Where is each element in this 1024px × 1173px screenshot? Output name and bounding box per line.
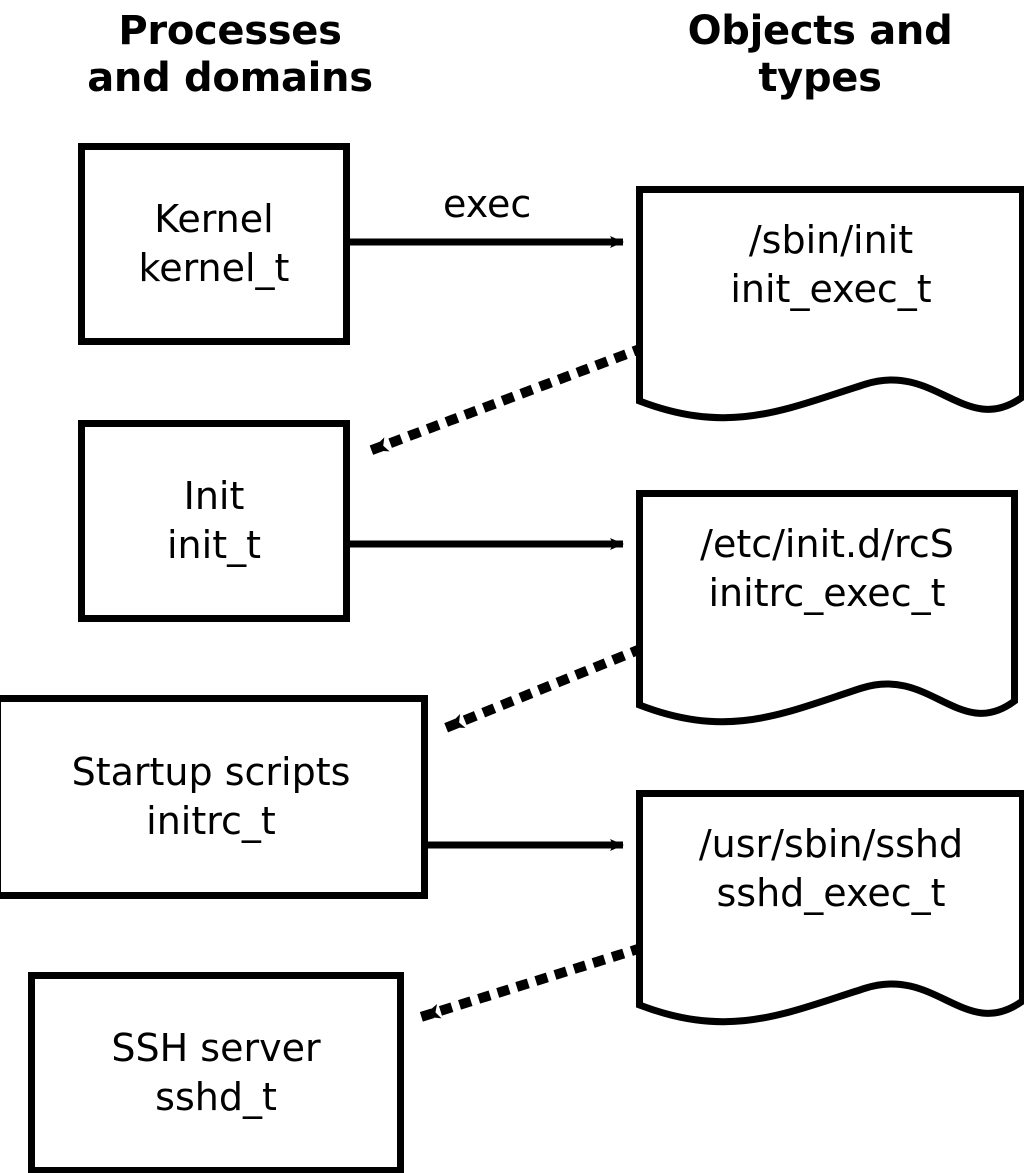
edge-label-exec: exec	[443, 182, 532, 226]
object-doc-sbin-init[interactable]: /sbin/init init_exec_t	[636, 186, 1024, 434]
process-box-kernel[interactable]: Kernel kernel_t	[78, 143, 350, 345]
object-doc-etc-initd-rcs-text: /etc/init.d/rcS initrc_exec_t	[642, 520, 1012, 617]
object-doc-etc-initd-rcs-type: initrc_exec_t	[708, 570, 946, 615]
edge-init-exec-transition-init	[365, 342, 647, 457]
edge-initrc-exec-transition-initrc	[441, 643, 645, 734]
process-box-kernel-type: kernel_t	[138, 246, 290, 290]
process-box-kernel-name: Kernel	[154, 197, 274, 242]
process-box-init-type: init_t	[167, 523, 261, 567]
column-header-processes-and-domains: Processes and domains	[87, 8, 373, 102]
process-box-init-name: Init	[183, 474, 245, 519]
object-doc-sbin-init-path: /sbin/init	[748, 218, 914, 262]
document-shape-icon	[636, 490, 1018, 726]
object-doc-etc-initd-rcs-path: /etc/init.d/rcS	[700, 522, 954, 566]
column-header-objects-and-types: Objects and types	[687, 8, 953, 102]
object-doc-sbin-init-type: init_exec_t	[730, 266, 932, 311]
object-doc-sbin-init-text: /sbin/init init_exec_t	[642, 216, 1020, 313]
process-box-ssh-server-name: SSH server	[111, 1026, 321, 1071]
document-shape-icon	[636, 186, 1024, 422]
object-doc-usr-sbin-sshd-path: /usr/sbin/sshd	[698, 822, 964, 866]
process-box-startup-scripts[interactable]: Startup scripts initrc_t	[0, 695, 428, 899]
object-doc-usr-sbin-sshd[interactable]: /usr/sbin/sshd sshd_exec_t	[636, 790, 1024, 1038]
document-shape-icon	[636, 790, 1024, 1026]
process-box-ssh-server[interactable]: SSH server sshd_t	[28, 972, 404, 1173]
edge-sshd-exec-transition-sshd	[417, 942, 645, 1023]
process-box-startup-scripts-name: Startup scripts	[71, 750, 351, 795]
object-doc-usr-sbin-sshd-type: sshd_exec_t	[716, 870, 946, 915]
object-doc-etc-initd-rcs[interactable]: /etc/init.d/rcS initrc_exec_t	[636, 490, 1018, 738]
process-box-init[interactable]: Init init_t	[78, 420, 350, 622]
process-box-startup-scripts-type: initrc_t	[146, 799, 276, 843]
process-box-ssh-server-type: sshd_t	[155, 1075, 277, 1119]
object-doc-usr-sbin-sshd-text: /usr/sbin/sshd sshd_exec_t	[642, 820, 1020, 917]
